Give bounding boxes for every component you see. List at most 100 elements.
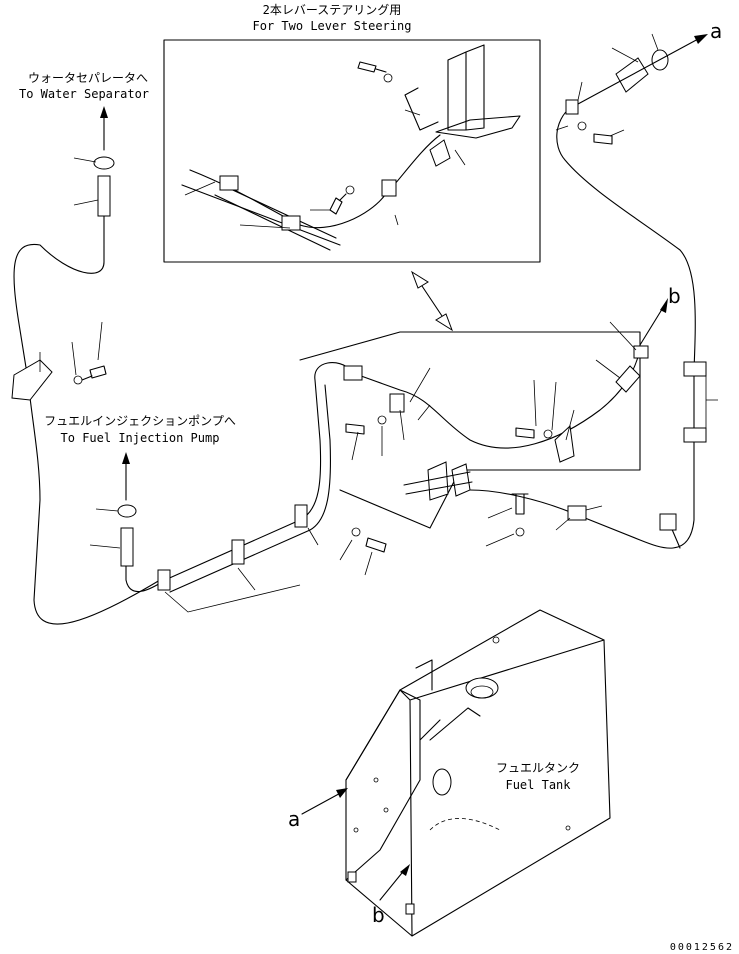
connector-a-top-arrow bbox=[577, 37, 701, 105]
detail-clamp-1 bbox=[219, 175, 239, 191]
central-bracket-3 bbox=[554, 424, 575, 463]
left-washer bbox=[73, 375, 83, 385]
right-clamp-4 bbox=[567, 505, 587, 521]
central-bracket-2 bbox=[451, 463, 471, 497]
fuel-tank-body bbox=[345, 609, 611, 937]
fuel-filler-cap bbox=[465, 677, 499, 699]
central-clamp-2 bbox=[389, 393, 405, 413]
inj-pump-leaders bbox=[89, 508, 121, 549]
connector-a-tank-letter: a bbox=[288, 807, 300, 831]
two-lever-detail-group: 2本レバーステアリング用 For Two Lever Steering bbox=[163, 3, 541, 263]
tank-bolt-4 bbox=[565, 825, 571, 831]
connector-b-right-letter: b bbox=[668, 284, 681, 308]
detail-reference-arrow bbox=[411, 270, 453, 332]
pump-bolt-leaders bbox=[339, 539, 373, 576]
water-sep-label-en: To Water Separator bbox=[19, 87, 149, 101]
pump-washer bbox=[351, 527, 361, 537]
tank-bolt-2 bbox=[383, 807, 389, 813]
main-hose-routing bbox=[11, 215, 387, 625]
water-sep-label-jp: ウォータセパレータへ bbox=[28, 71, 148, 85]
right-clamp-2 bbox=[683, 427, 707, 443]
left-bolt bbox=[81, 365, 107, 381]
connector-b-tank-arrow bbox=[379, 867, 407, 901]
detail-clamp-3 bbox=[381, 179, 397, 197]
central-sleeve bbox=[615, 365, 641, 393]
water-sep-leaders bbox=[73, 157, 99, 206]
connector-b-right: b bbox=[639, 284, 681, 346]
pump-clamp-2 bbox=[231, 539, 245, 565]
right-bolt bbox=[511, 493, 529, 515]
detail-bracket bbox=[404, 87, 439, 131]
detail-washer-1 bbox=[383, 73, 393, 83]
right-clamp-3 bbox=[659, 513, 677, 531]
inj-pump-arrowhead bbox=[122, 452, 130, 464]
central-sleeve-leaders bbox=[595, 321, 637, 379]
right-hose bbox=[469, 107, 696, 549]
detail-washer-2 bbox=[345, 185, 355, 195]
inj-pump-label-jp: フュエルインジェクションポンプへ bbox=[44, 414, 236, 428]
detail-bolt-1 bbox=[357, 61, 387, 73]
detail-bolt-2 bbox=[329, 193, 347, 215]
tank-foot-2 bbox=[405, 903, 415, 915]
central-bolt-2 bbox=[515, 427, 535, 439]
water-separator-group: ウォータセパレータへ To Water Separator bbox=[19, 71, 149, 217]
tank-bolt-5 bbox=[492, 636, 500, 644]
connector-b-tank-letter: b bbox=[372, 903, 385, 927]
pump-bolt bbox=[365, 537, 387, 553]
pump-pipe bbox=[125, 362, 351, 592]
detail-sleeve bbox=[429, 139, 451, 167]
fuel-tank-group: フュエルタンク Fuel Tank a b bbox=[288, 609, 611, 937]
left-hose-bracket bbox=[11, 359, 53, 401]
drawing-number: 00012562 bbox=[670, 942, 734, 953]
water-sep-arrowhead bbox=[100, 106, 108, 118]
detail-leaders bbox=[184, 109, 466, 229]
central-clamp-3 bbox=[633, 345, 649, 359]
central-washer-2 bbox=[543, 429, 553, 439]
tank-bolt-1 bbox=[373, 777, 379, 783]
pump-pipe-parallel bbox=[169, 384, 331, 593]
tank-bolt-3 bbox=[353, 827, 359, 833]
steering-base-plate bbox=[435, 115, 521, 139]
right-leaders bbox=[555, 505, 603, 531]
right-bolt-leaders bbox=[485, 507, 515, 547]
water-sep-clamp bbox=[93, 156, 115, 170]
two-lever-label-en: For Two Lever Steering bbox=[253, 19, 412, 33]
injection-pump-group: フュエルインジェクションポンプへ To Fuel Injection Pump bbox=[44, 414, 236, 567]
central-assembly bbox=[299, 321, 649, 529]
fuel-filler-neck bbox=[470, 685, 494, 699]
top-right-leaders bbox=[555, 33, 659, 137]
inj-pump-clamp bbox=[117, 504, 137, 518]
right-hose-run: a bbox=[469, 19, 722, 549]
pump-clamp-leaders bbox=[164, 527, 319, 613]
fuel-tank-label-en: Fuel Tank bbox=[505, 778, 571, 792]
central-tubes bbox=[403, 471, 473, 495]
pump-clamp-1 bbox=[157, 569, 171, 591]
detail-clamp-2 bbox=[281, 215, 301, 231]
two-lever-detail-frame bbox=[163, 39, 541, 263]
central-bracket-1 bbox=[427, 461, 449, 501]
central-clamp-1 bbox=[343, 365, 363, 381]
pump-clamp-3 bbox=[294, 504, 308, 528]
inj-pump-label-en: To Fuel Injection Pump bbox=[61, 431, 220, 445]
tank-foot-1 bbox=[347, 871, 357, 883]
fuel-gauge-port bbox=[432, 768, 452, 796]
detail-tube bbox=[214, 184, 337, 251]
right-clamp-span bbox=[705, 376, 718, 428]
top-right-clamp-2 bbox=[565, 99, 579, 115]
steering-post bbox=[447, 44, 485, 131]
water-sep-hose-end bbox=[97, 175, 111, 217]
two-lever-label-jp: 2本レバーステアリング用 bbox=[263, 3, 402, 17]
fuel-tank-inner-dash bbox=[429, 818, 501, 831]
top-right-washer bbox=[577, 121, 587, 131]
right-clamp-1 bbox=[683, 361, 707, 377]
central-leaders bbox=[351, 367, 575, 461]
right-washer bbox=[515, 527, 525, 537]
left-bracket-leaders bbox=[39, 321, 103, 376]
top-right-bolt bbox=[593, 133, 613, 145]
fuel-tank-front-edge bbox=[399, 639, 605, 937]
connector-a-top-letter: a bbox=[710, 19, 722, 43]
central-washer-1 bbox=[377, 415, 387, 425]
fuel-tank-bracket bbox=[415, 659, 481, 741]
fuel-tank-side-panel bbox=[345, 689, 421, 881]
